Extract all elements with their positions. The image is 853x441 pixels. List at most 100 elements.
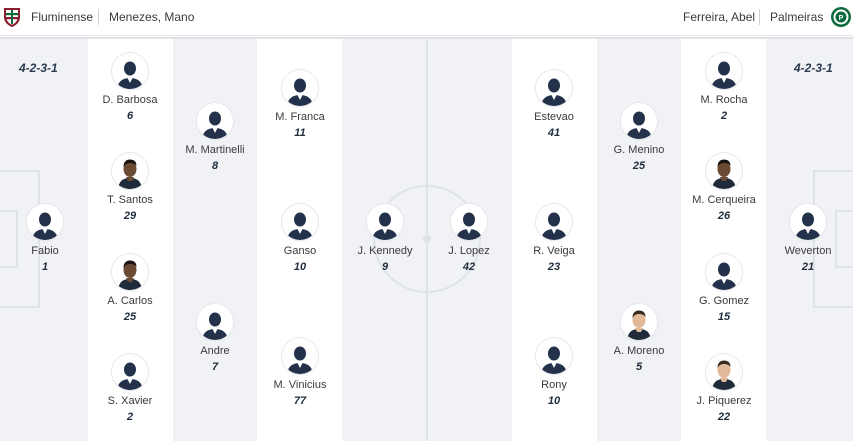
fluminense-crest-icon[interactable] xyxy=(1,6,23,28)
home-player-s-xavier[interactable]: S. Xavier 2 xyxy=(75,354,185,424)
away-player-weverton[interactable]: Weverton 21 xyxy=(753,204,853,274)
player-avatar xyxy=(706,53,742,89)
away-player-r-veiga[interactable]: R. Veiga 23 xyxy=(499,204,609,274)
player-name: M. Franca xyxy=(275,111,325,123)
home-player-m-martinelli[interactable]: M. Martinelli 8 xyxy=(160,103,270,173)
player-avatar xyxy=(621,304,657,340)
player-name: M. Rocha xyxy=(700,94,748,106)
home-formation: 4-2-3-1 xyxy=(19,61,58,75)
away-coach-name[interactable]: Ferreira, Abel xyxy=(683,10,756,24)
away-player-m-rocha[interactable]: M. Rocha 2 xyxy=(669,53,779,123)
player-silhouette-icon xyxy=(706,53,742,89)
player-name: A. Carlos xyxy=(107,295,153,307)
home-player-a-carlos[interactable]: A. Carlos 25 xyxy=(75,254,185,324)
player-number: 77 xyxy=(293,395,307,407)
player-avatar xyxy=(536,70,572,106)
home-player-fabio[interactable]: Fabio 1 xyxy=(0,204,100,274)
player-silhouette-icon xyxy=(282,338,318,374)
player-number: 25 xyxy=(123,311,137,323)
home-goal-box xyxy=(0,210,18,268)
player-number: 6 xyxy=(126,110,134,122)
player-silhouette-icon xyxy=(197,103,233,139)
player-name: R. Veiga xyxy=(533,245,575,257)
player-silhouette-icon xyxy=(536,204,572,240)
away-player-estevao[interactable]: Estevao 41 xyxy=(499,70,609,140)
away-player-rony[interactable]: Rony 10 xyxy=(499,338,609,408)
player-name: M. Vinicius xyxy=(273,379,327,391)
player-number: 15 xyxy=(717,311,731,323)
player-number: 26 xyxy=(717,210,731,222)
player-avatar xyxy=(790,204,826,240)
home-player-m-franca[interactable]: M. Franca 11 xyxy=(245,70,355,140)
player-avatar xyxy=(621,103,657,139)
away-player-m-cerqueira[interactable]: M. Cerqueira 26 xyxy=(669,153,779,223)
player-number: 1 xyxy=(41,261,49,273)
player-avatar xyxy=(367,204,403,240)
player-number: 11 xyxy=(294,127,306,139)
player-photo-icon xyxy=(706,354,742,390)
player-silhouette-icon xyxy=(621,103,657,139)
header-divider xyxy=(98,9,99,25)
player-avatar xyxy=(282,338,318,374)
player-avatar xyxy=(112,153,148,189)
home-player-d-barbosa[interactable]: D. Barbosa 6 xyxy=(75,53,185,123)
player-name: Ganso xyxy=(283,245,317,257)
player-silhouette-icon xyxy=(27,204,63,240)
player-number: 42 xyxy=(462,261,476,273)
away-goal-box xyxy=(835,210,853,268)
player-photo-icon xyxy=(621,304,657,340)
player-number: 5 xyxy=(635,361,643,373)
player-avatar xyxy=(112,254,148,290)
away-player-g-menino[interactable]: G. Menino 25 xyxy=(584,103,694,173)
away-player-a-moreno[interactable]: A. Moreno 5 xyxy=(584,304,694,374)
player-name: G. Gomez xyxy=(698,295,750,307)
header-divider xyxy=(759,9,760,25)
player-number: 41 xyxy=(547,127,561,139)
player-photo-icon xyxy=(112,254,148,290)
player-number: 9 xyxy=(381,261,389,273)
player-silhouette-icon xyxy=(536,70,572,106)
center-circle xyxy=(373,185,481,293)
player-avatar xyxy=(197,103,233,139)
player-number: 21 xyxy=(801,261,815,273)
player-number: 10 xyxy=(293,261,307,273)
player-silhouette-icon xyxy=(112,354,148,390)
player-number: 2 xyxy=(720,110,728,122)
player-name: J. Piquerez xyxy=(696,395,752,407)
player-silhouette-icon xyxy=(451,204,487,240)
lineup-header: Fluminense Menezes, Mano Ferreira, Abel … xyxy=(0,0,853,36)
home-coach-name[interactable]: Menezes, Mano xyxy=(109,10,195,24)
player-number: 22 xyxy=(717,411,731,423)
player-silhouette-icon xyxy=(282,204,318,240)
player-number: 2 xyxy=(126,411,134,423)
player-number: 23 xyxy=(547,261,561,273)
home-player-ganso[interactable]: Ganso 10 xyxy=(245,204,355,274)
center-spot xyxy=(423,235,431,243)
home-player-andre[interactable]: Andre 7 xyxy=(160,304,270,374)
player-avatar xyxy=(536,338,572,374)
player-number: 10 xyxy=(547,395,561,407)
player-name: A. Moreno xyxy=(613,345,665,357)
player-name: M. Martinelli xyxy=(185,144,245,156)
home-player-t-santos[interactable]: T. Santos 29 xyxy=(75,153,185,223)
home-player-j-kennedy[interactable]: J. Kennedy 9 xyxy=(330,204,440,274)
away-player-j-piquerez[interactable]: J. Piquerez 22 xyxy=(669,354,779,424)
player-avatar xyxy=(706,153,742,189)
away-player-j-lopez[interactable]: J. Lopez 42 xyxy=(414,204,524,274)
palmeiras-crest-icon[interactable]: P xyxy=(830,6,852,28)
player-silhouette-icon xyxy=(197,304,233,340)
player-name: Fabio xyxy=(31,245,59,257)
player-name: T. Santos xyxy=(107,194,153,206)
away-team-name[interactable]: Palmeiras xyxy=(770,10,824,24)
home-team-name[interactable]: Fluminense xyxy=(31,10,94,24)
player-avatar xyxy=(112,53,148,89)
away-penalty-box xyxy=(813,170,853,308)
player-silhouette-icon xyxy=(536,338,572,374)
player-silhouette-icon xyxy=(790,204,826,240)
svg-text:P: P xyxy=(839,15,844,22)
player-number: 7 xyxy=(211,361,219,373)
away-player-g-gomez[interactable]: G. Gomez 15 xyxy=(669,254,779,324)
player-silhouette-icon xyxy=(367,204,403,240)
player-name: S. Xavier xyxy=(107,395,153,407)
home-player-m-vinicius[interactable]: M. Vinicius 77 xyxy=(245,338,355,408)
